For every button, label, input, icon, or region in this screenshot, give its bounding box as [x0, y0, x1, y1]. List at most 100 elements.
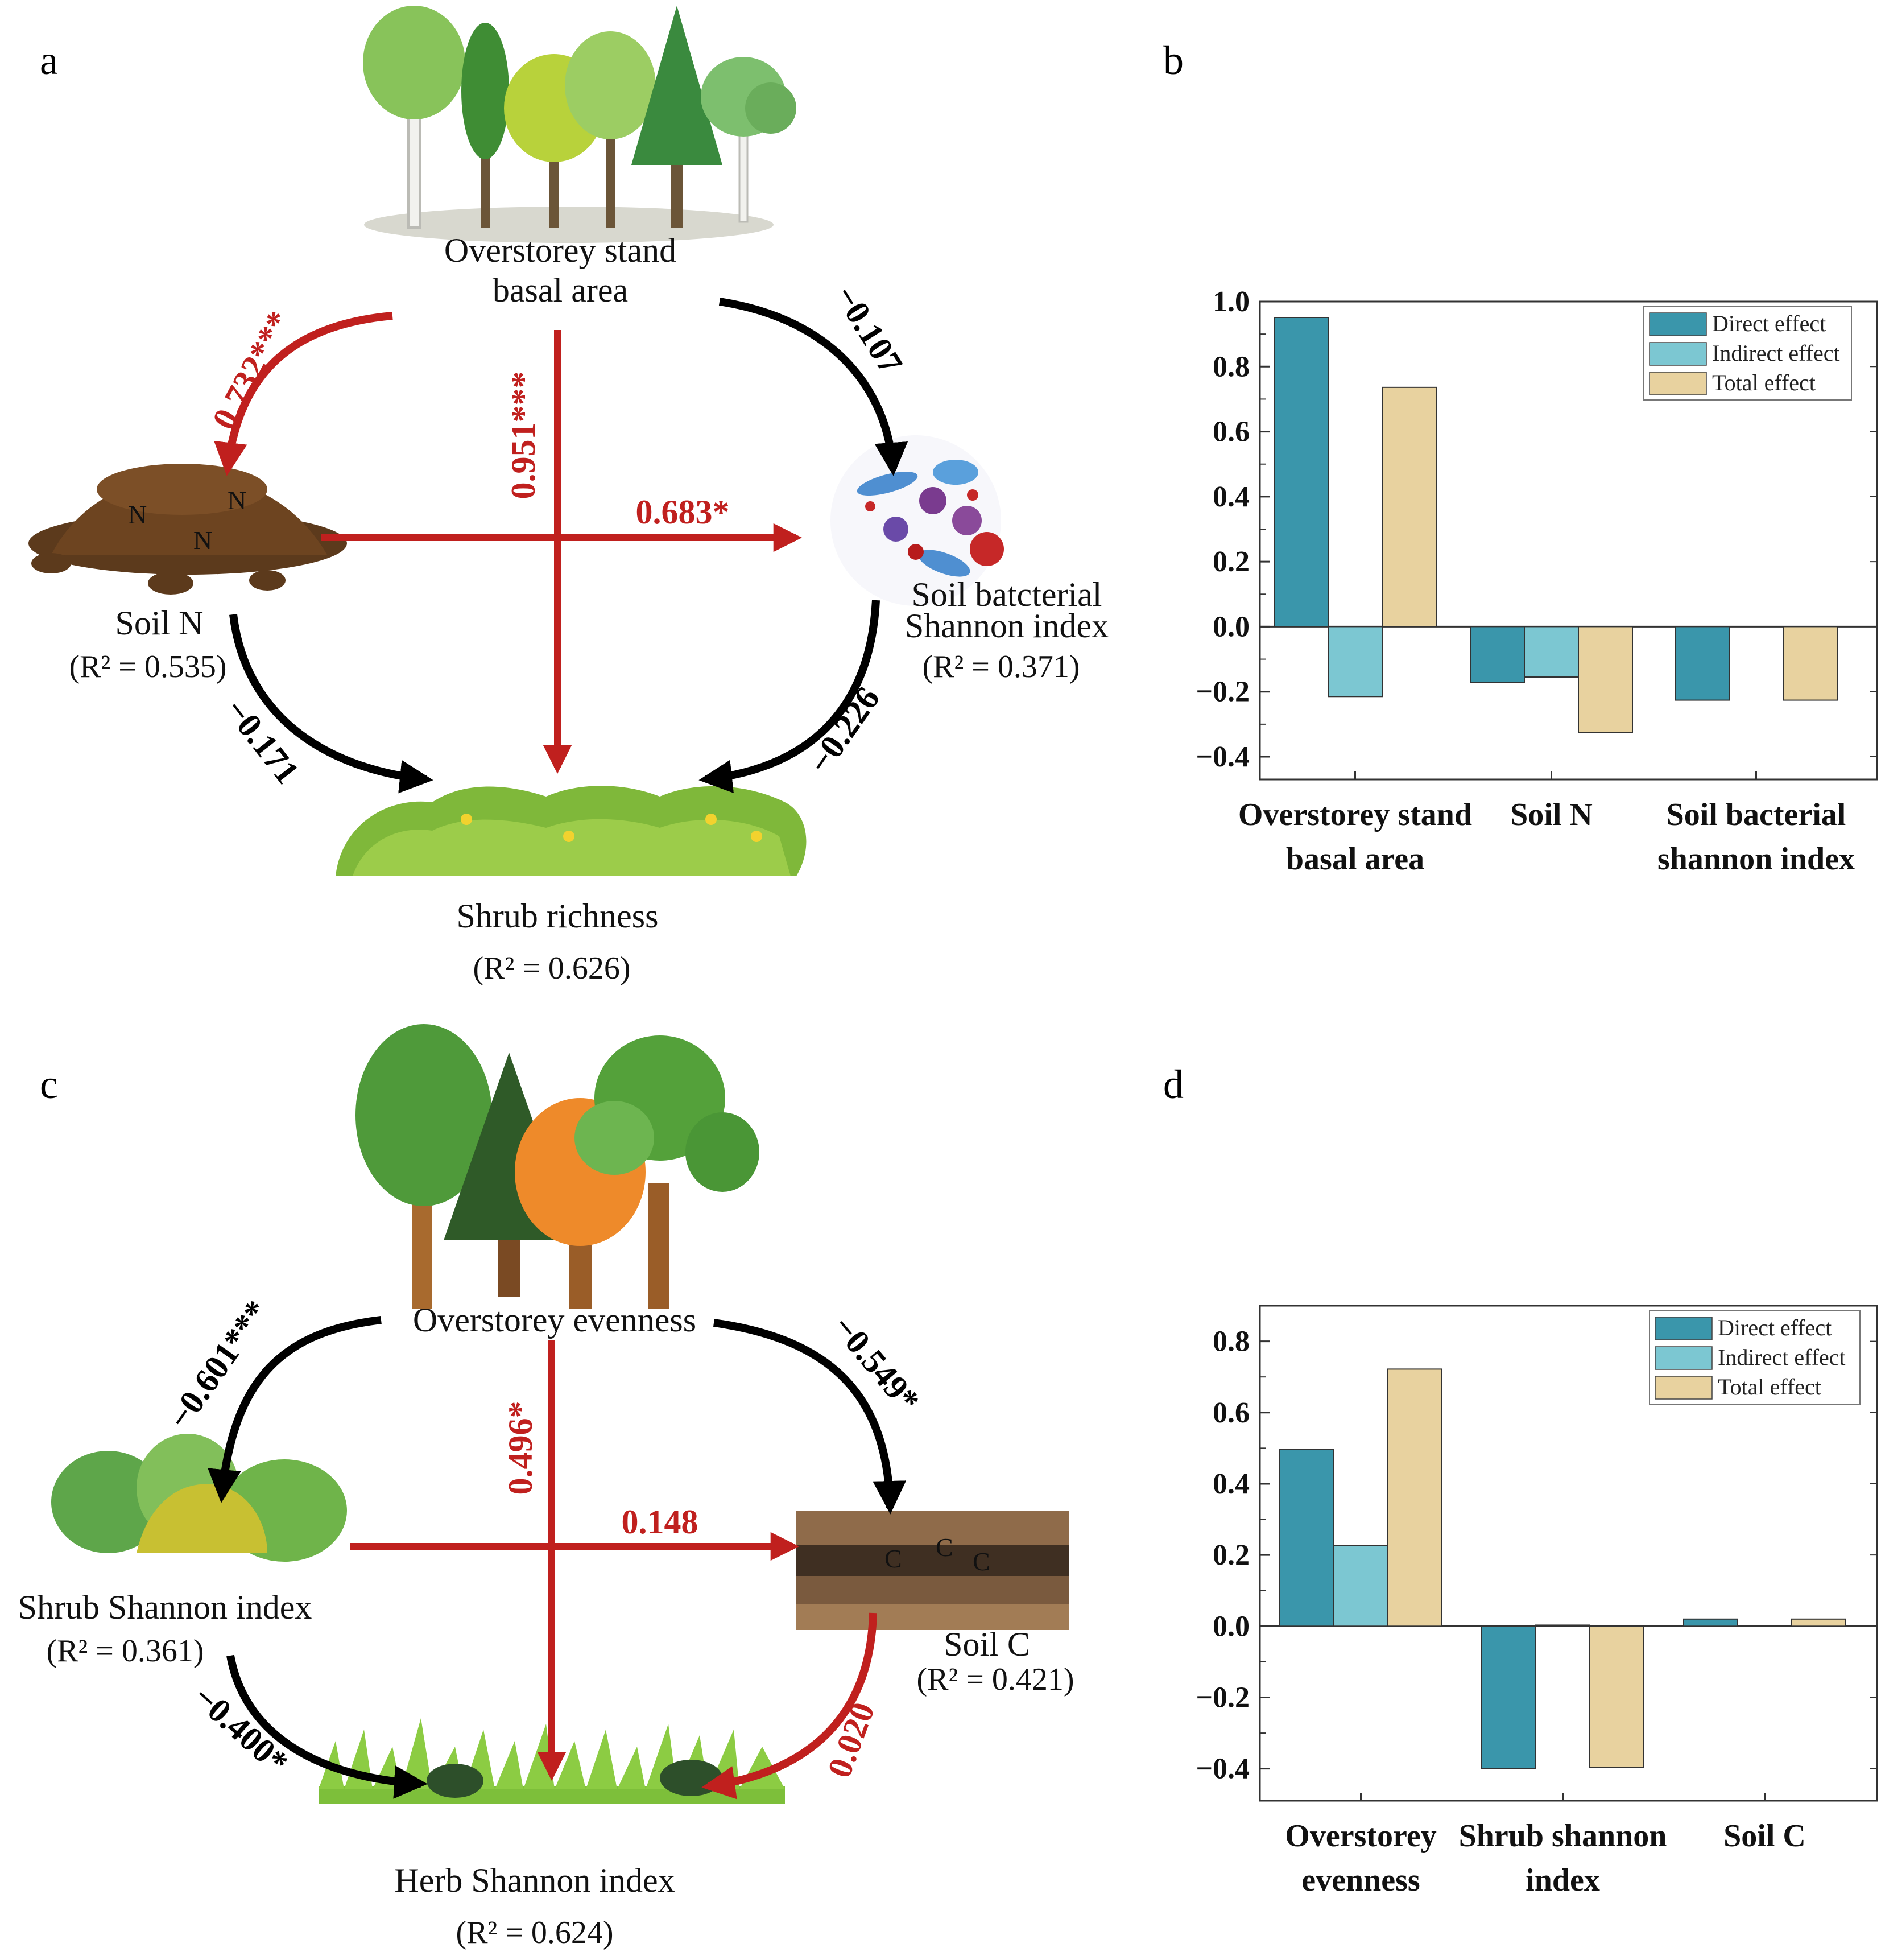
node-overstorey-evenness: Overstorey evenness [413, 1301, 696, 1339]
coef-c-left-right: 0.148 [622, 1503, 698, 1541]
bar-direct [1481, 1625, 1536, 1769]
y-tick-label: −0.2 [1196, 1681, 1250, 1714]
path-a-right-bottom [698, 600, 880, 794]
legend-label-indirect: Indirect effect [1712, 340, 1840, 366]
panel-label-d: d [1163, 1062, 1184, 1107]
node-soil-bacterial: Soil batcterial [912, 576, 1102, 613]
node-shrub-shannon: Shrub Shannon index [18, 1588, 312, 1626]
x-category-label: Soil N [1510, 797, 1593, 832]
x-category-label: basal area [1286, 841, 1424, 877]
legend-label-total: Total effect [1712, 370, 1816, 395]
r2-shrub-richness: (R² = 0.626) [473, 951, 630, 986]
bar-total [1783, 626, 1838, 701]
y-tick-label: 0.2 [1213, 1539, 1250, 1571]
y-tick-label: 1.0 [1213, 286, 1250, 318]
coef-a-top-right: −0.107 [827, 279, 910, 380]
r2-herb-shannon: (R² = 0.624) [456, 1915, 613, 1950]
path-c-top-right [713, 1319, 907, 1515]
node-shrub-richness: Shrub richness [457, 897, 659, 935]
plot-frame [1259, 1305, 1878, 1802]
legend-swatch-indirect [1649, 342, 1707, 366]
path-c-left-bottom [226, 1654, 428, 1799]
path-c-top-left [208, 1316, 382, 1503]
panel-label-a: a [40, 38, 58, 83]
bar-direct [1683, 1618, 1738, 1627]
plot-frame [1259, 300, 1878, 781]
x-category-label: Shrub shannon [1459, 1818, 1667, 1854]
bar-direct [1675, 626, 1730, 701]
y-tick-label: 0.8 [1213, 350, 1250, 383]
panel-label-c: c [40, 1062, 58, 1107]
y-tick-label: 0.2 [1213, 546, 1250, 578]
legend-swatch-direct [1655, 1317, 1713, 1340]
coef-c-top-right: −0.549* [825, 1309, 927, 1420]
x-category-label: Overstorey stand [1238, 797, 1472, 832]
node-overstorey-stand: Overstorey stand [444, 232, 676, 269]
bar-direct [1470, 626, 1525, 683]
panel-a: a Overstorey stand basal area [28, 6, 1109, 986]
panel-c: c Overstorey evenness Shrub Shannon inde… [18, 1024, 1074, 1950]
y-tick-label: −0.2 [1196, 676, 1250, 708]
y-tick-label: 0.8 [1213, 1326, 1250, 1358]
soil-nitrogen-letter-2: N [193, 526, 212, 555]
legend-swatch-direct [1649, 312, 1707, 336]
coef-a-left-right: 0.683* [636, 493, 730, 531]
bar-total [1387, 1368, 1442, 1627]
broadleaf-trees-icon [355, 1024, 759, 1309]
x-category-label: Overstorey [1285, 1818, 1436, 1854]
coef-a-top-left: 0.732*** [205, 305, 298, 436]
coef-a-right-bottom: −0.226 [801, 680, 887, 780]
x-category-label: Soil C [1723, 1818, 1806, 1854]
shrub-cluster-icon [51, 1434, 347, 1562]
bar-indirect [1535, 1624, 1590, 1627]
node-soil-c: Soil C [944, 1625, 1030, 1663]
legend-label-direct: Direct effect [1712, 311, 1826, 336]
soil-nitrogen-letter-3: N [228, 486, 246, 515]
legend-label-direct: Direct effect [1718, 1315, 1832, 1340]
bar-total [1589, 1625, 1644, 1768]
coef-c-right-bottom: 0.020 [820, 1697, 882, 1782]
bar-indirect [1328, 626, 1383, 698]
node-basal-area: basal area [493, 271, 628, 309]
node-herb-shannon: Herb Shannon index [394, 1862, 675, 1899]
soil-pile-icon: N N N [28, 464, 347, 595]
bar-indirect [1524, 626, 1579, 678]
bacteria-icon [830, 435, 1004, 606]
legend-label-total: Total effect [1718, 1374, 1821, 1400]
x-category-label: evenness [1301, 1863, 1420, 1898]
panel-label-b: b [1163, 38, 1184, 83]
path-a-top-left [214, 312, 393, 476]
legend-swatch-total [1649, 372, 1707, 395]
path-a-left-bottom [229, 614, 433, 794]
node-shannon-index: Shannon index [905, 607, 1109, 645]
r2-soil-n: (R² = 0.535) [69, 649, 226, 684]
bar-indirect [1333, 1545, 1388, 1627]
soil-carbon-letter-3: C [973, 1547, 990, 1576]
y-tick-label: 0.6 [1213, 416, 1250, 448]
r2-shrub-shannon: (R² = 0.361) [46, 1633, 204, 1669]
soil-nitrogen-letter-1: N [128, 500, 147, 529]
x-category-label: index [1526, 1863, 1600, 1898]
coef-c-top-left: −0.601*** [160, 1293, 276, 1435]
r2-soil-bacterial: (R² = 0.371) [922, 649, 1080, 684]
legend-swatch-indirect [1655, 1346, 1713, 1370]
coef-c-top-bottom: 0.496* [502, 1401, 539, 1495]
bar-total [1382, 386, 1437, 628]
bar-direct [1279, 1449, 1334, 1627]
path-a-top-right [718, 298, 908, 476]
coef-a-left-bottom: −0.171 [218, 692, 307, 791]
r2-soil-c: (R² = 0.421) [916, 1662, 1074, 1697]
node-soil-n: Soil N [115, 604, 203, 642]
bar-direct [1274, 317, 1329, 628]
soil-carbon-letter-1: C [884, 1544, 902, 1573]
chart-d-effects: 0.80.60.40.20.0−0.2−0.4Overstoreyevennes… [1196, 1305, 1878, 1898]
y-tick-label: −0.4 [1196, 1753, 1250, 1785]
tree-cluster-icon [363, 6, 796, 243]
soil-layers-icon: C C C [796, 1511, 1069, 1630]
legend-swatch-total [1655, 1376, 1713, 1400]
soil-carbon-letter-2: C [936, 1533, 953, 1562]
y-tick-label: 0.0 [1213, 610, 1250, 643]
y-tick-label: 0.6 [1213, 1397, 1250, 1429]
